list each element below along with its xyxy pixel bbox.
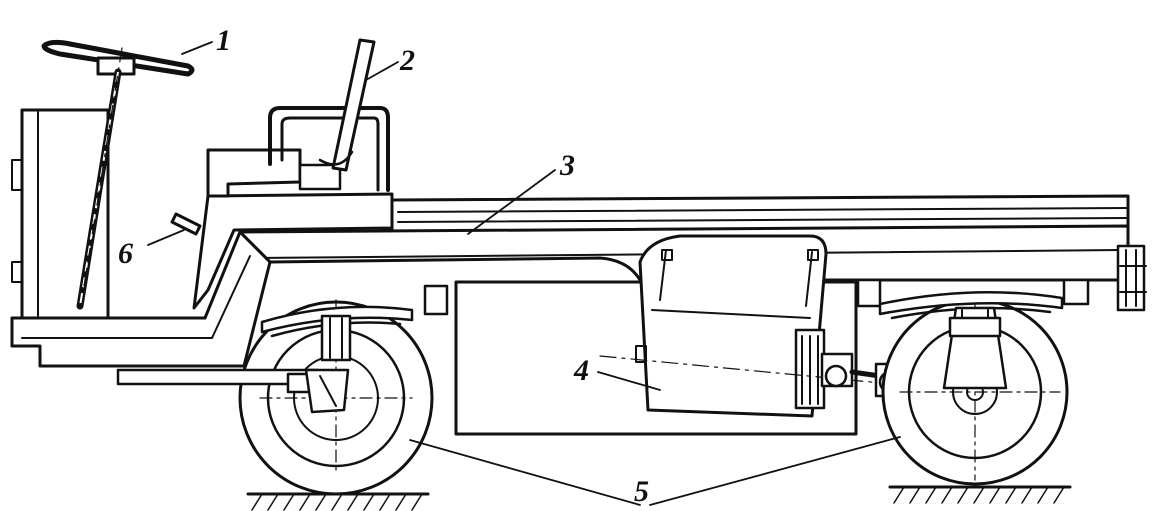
leader-2 [365,61,399,81]
leader-1 [181,41,213,55]
leader-5a [409,439,641,506]
leader-3 [467,169,556,235]
control-lever [170,212,202,236]
label-1-steering: 1 [216,24,231,57]
rear-wheel [878,290,1069,486]
steering-wheel [41,39,195,310]
leader-4 [597,371,661,391]
label-6-lever: 6 [118,237,133,270]
front-cab-frame [10,108,394,368]
label-5-wheels: 5 [634,475,649,508]
ground-rear [888,485,1072,504]
ground-front [246,492,430,511]
label-4-motor: 4 [573,354,589,387]
front-wheel [116,299,434,496]
label-3-platform: 3 [559,149,575,182]
leader-6 [147,229,185,246]
seat [268,38,390,192]
leader-lines [147,41,901,506]
leader-5b [649,436,901,506]
label-2-seat: 2 [399,44,415,77]
electric-motor [635,234,828,418]
